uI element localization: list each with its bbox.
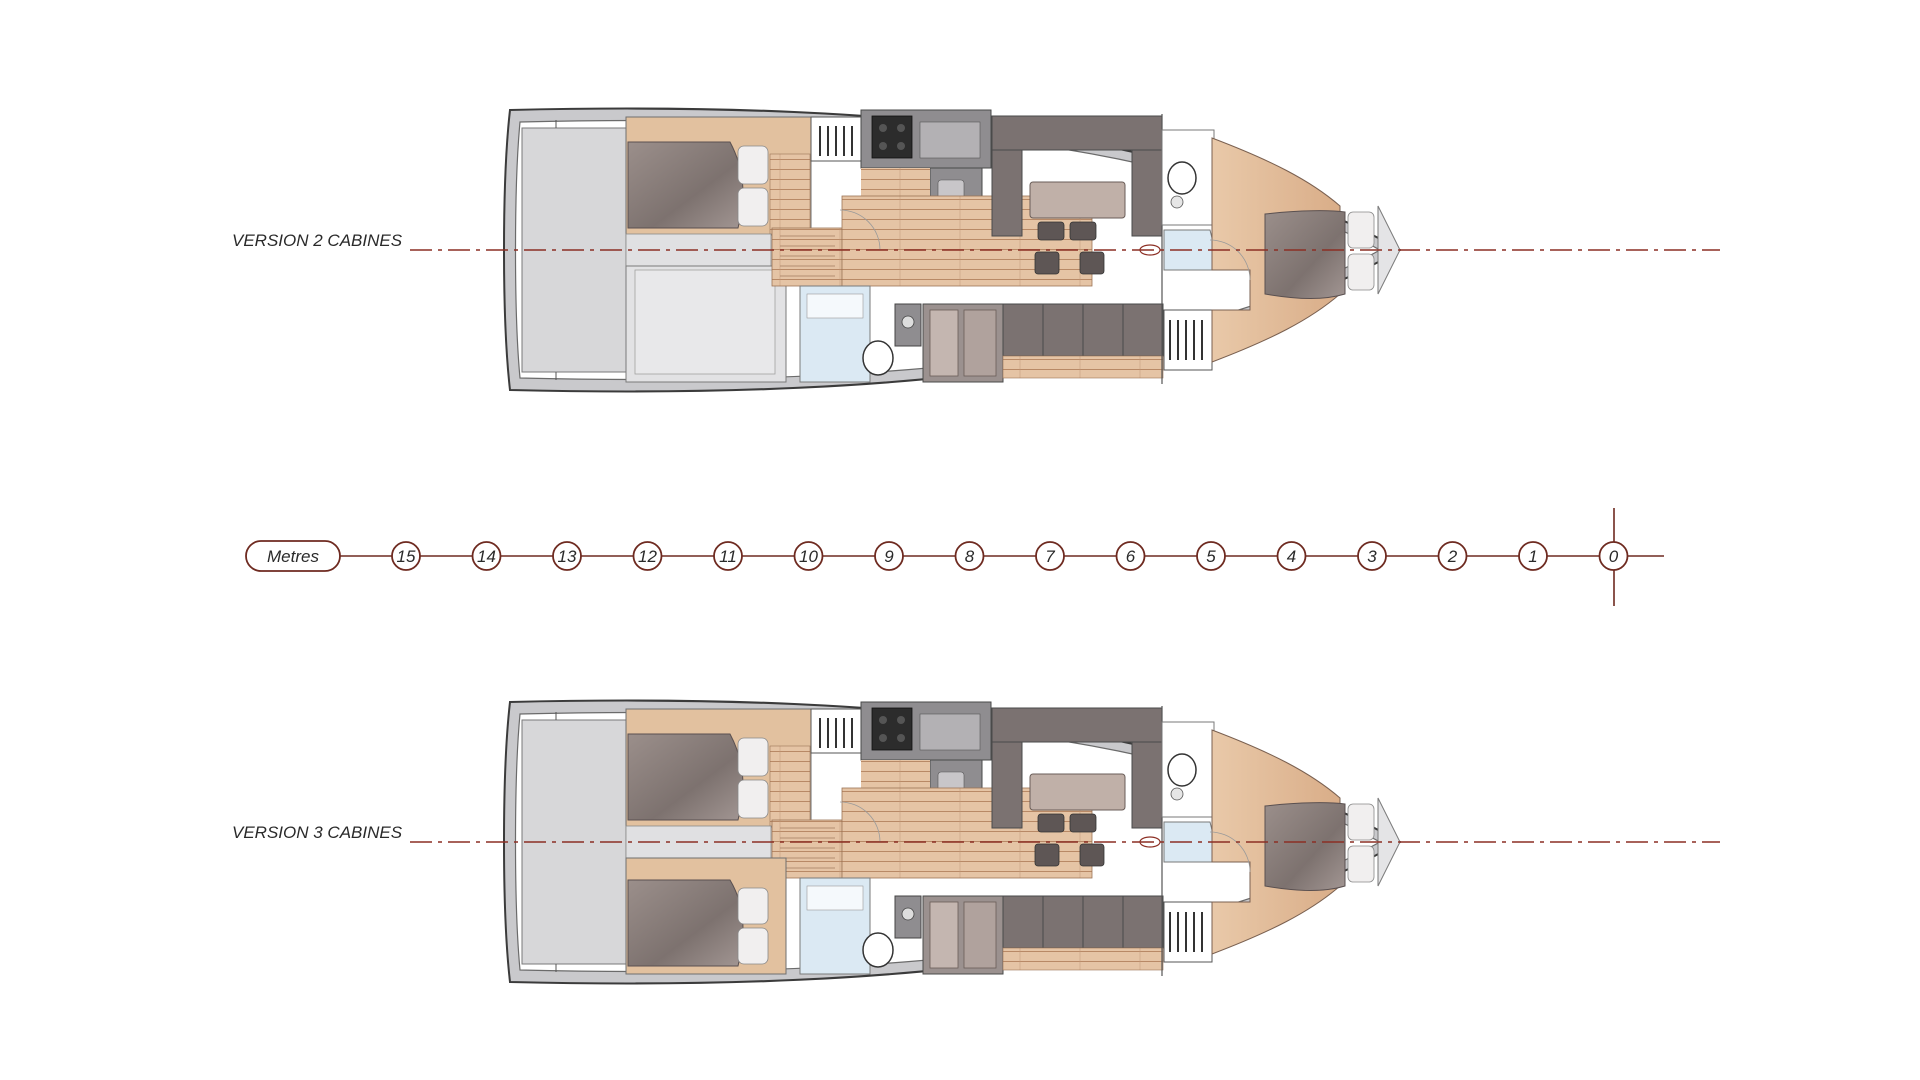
scale-tick-label: 2 — [1447, 547, 1458, 566]
scale-tick-label: 5 — [1206, 547, 1216, 566]
scale-tick-circle — [954, 541, 985, 571]
scale-tick-circle — [874, 541, 904, 571]
scale-tick-label: 6 — [1126, 547, 1136, 566]
scale-tick-11: 11 — [713, 541, 743, 571]
scale-tick-circle — [1276, 541, 1307, 571]
plan-version-3: VERSION 3 CABINES — [232, 699, 1720, 985]
scale-tick-3: 3 — [1357, 541, 1387, 571]
scale-tick-8: 8 — [954, 541, 985, 571]
scale-tick-1: 1 — [1518, 541, 1548, 571]
scale-tick-circle — [552, 541, 582, 571]
scale-tick-13: 13 — [552, 541, 582, 571]
scale-tick-circle — [1437, 541, 1468, 571]
scale-tick-circle — [713, 541, 743, 571]
scale-tick-circle — [1598, 541, 1629, 571]
scale-tick-label: 1 — [1528, 547, 1537, 566]
aft-cabin-starboard — [625, 857, 787, 975]
scale-unit-badge — [245, 540, 341, 572]
scale-tick-0: 0 — [1598, 541, 1629, 571]
scale-tick-label: 10 — [799, 547, 818, 566]
scale-tick-label: 14 — [477, 547, 496, 566]
scale-tick-circle — [632, 541, 663, 571]
scale-tick-label: 15 — [397, 547, 416, 566]
scale-tick-circle — [1357, 541, 1387, 571]
scale-tick-circle — [1518, 541, 1548, 571]
scale-tick-label: 11 — [719, 547, 737, 566]
scale-tick-2: 2 — [1437, 541, 1468, 571]
plan-label: VERSION 2 CABINES — [232, 231, 403, 250]
scale-tick-14: 14 — [471, 541, 502, 571]
scale-tick-label: 12 — [638, 547, 657, 566]
scale-tick-15: 15 — [391, 541, 421, 571]
scale-tick-circle — [793, 541, 824, 571]
scale-tick-4: 4 — [1276, 541, 1307, 571]
scale-tick-circle — [391, 541, 421, 571]
scale-tick-6: 6 — [1115, 541, 1146, 571]
scale-tick-label: 0 — [1609, 547, 1619, 566]
scale-tick-label: 3 — [1367, 547, 1377, 566]
scale-tick-circle — [1196, 541, 1226, 571]
scale-tick-label: 9 — [884, 547, 894, 566]
scale-tick-label: 8 — [965, 547, 975, 566]
scale-tick-circle — [471, 541, 502, 571]
scale-tick-circle — [1115, 541, 1146, 571]
plan-version-2: VERSION 2 CABINES — [232, 107, 1720, 393]
scale-tick-label: 4 — [1287, 547, 1296, 566]
scale-tick-label: 13 — [558, 547, 577, 566]
scale-tick-label: 7 — [1045, 547, 1055, 566]
plan-label: VERSION 3 CABINES — [232, 823, 403, 842]
scale-tick-7: 7 — [1035, 541, 1065, 571]
scale-tick-circle — [1035, 541, 1065, 571]
scale-tick-9: 9 — [874, 541, 904, 571]
scale-unit-label: Metres — [267, 547, 319, 566]
scale-tick-10: 10 — [793, 541, 824, 571]
scale-tick-12: 12 — [632, 541, 663, 571]
scale-tick-5: 5 — [1196, 541, 1226, 571]
